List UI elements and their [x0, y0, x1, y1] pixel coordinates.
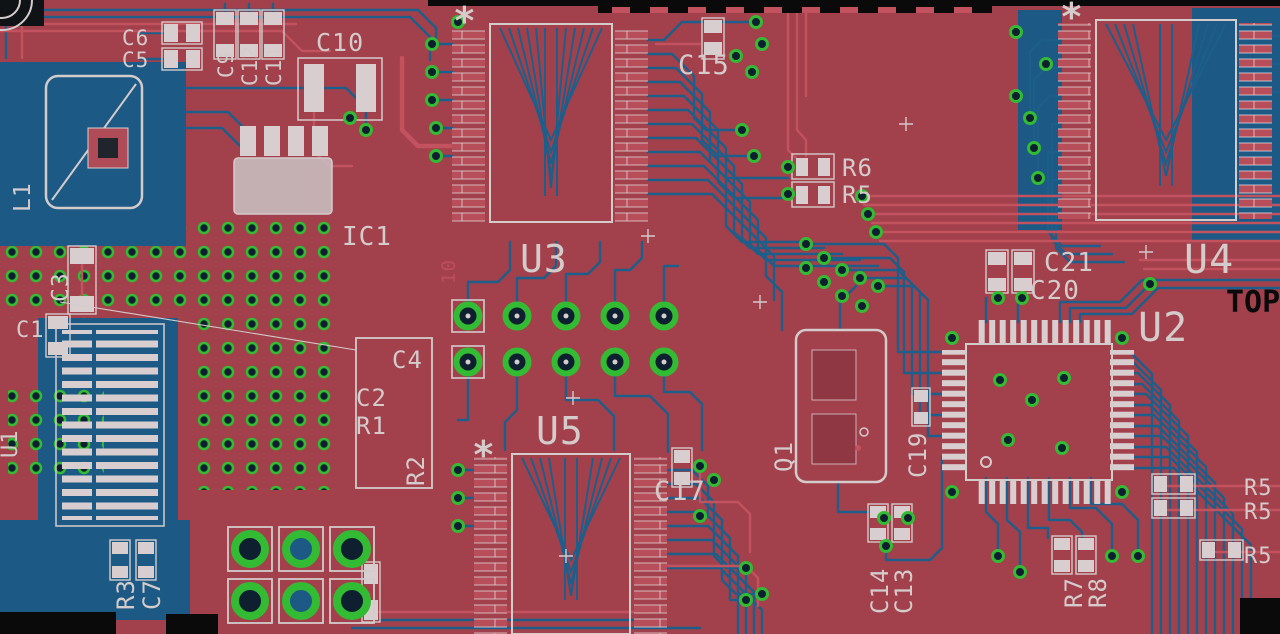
component-footprint-c10[interactable]	[297, 57, 383, 121]
component-r8[interactable]	[1075, 535, 1097, 575]
component-footprint-ic1[interactable]	[233, 126, 333, 215]
component-c21[interactable]	[985, 249, 1009, 294]
vias	[343, 15, 1157, 607]
component-footprint-top-right-ic[interactable]	[1058, 19, 1272, 221]
component-footprint-u1-connector[interactable]	[55, 323, 165, 527]
component-c1[interactable]	[45, 313, 71, 358]
component-c9[interactable]	[213, 9, 237, 60]
component-c11[interactable]	[261, 9, 285, 60]
component-c12[interactable]	[237, 9, 261, 60]
mounting-pads[interactable]	[227, 526, 375, 624]
component-r5-right-c[interactable]	[1199, 539, 1244, 561]
component-c6[interactable]	[161, 21, 203, 45]
component-c3[interactable]	[67, 245, 97, 315]
silkscreen-marks	[59, 117, 1153, 563]
header-pads[interactable]	[451, 299, 679, 379]
component-footprint-l1[interactable]	[44, 74, 144, 210]
component-c17[interactable]	[671, 447, 693, 488]
component-r3[interactable]	[109, 539, 131, 581]
component-c15[interactable]	[701, 17, 725, 60]
component-r6[interactable]	[791, 153, 835, 180]
component-footprint-u2-qfp[interactable]	[942, 320, 1134, 504]
component-footprint-u5[interactable]	[474, 453, 667, 634]
component-c5[interactable]	[161, 47, 203, 71]
component-footprint-q1-crystal[interactable]	[794, 328, 888, 484]
component-r5[interactable]	[791, 181, 835, 208]
component-c7[interactable]	[135, 539, 157, 581]
component-r7[interactable]	[1051, 535, 1073, 575]
component-c20[interactable]	[1011, 249, 1035, 294]
component-r5-right-b[interactable]	[1151, 497, 1196, 519]
component-footprint-u3[interactable]	[452, 23, 648, 223]
component-r5-right-a[interactable]	[1151, 473, 1196, 495]
component-c19[interactable]	[911, 387, 931, 427]
component-group-c4-c2-r1-r2[interactable]	[355, 337, 433, 489]
